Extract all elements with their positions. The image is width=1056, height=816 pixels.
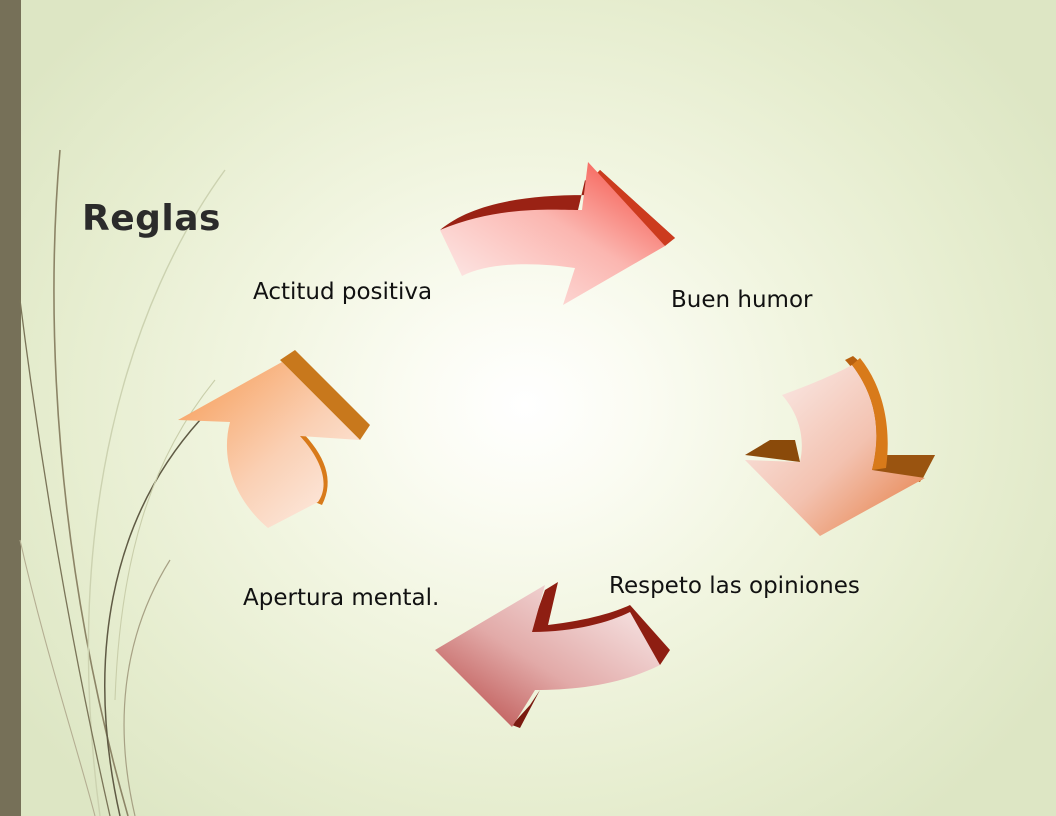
cycle-arrow-bottom bbox=[435, 582, 670, 728]
left-accent-bar bbox=[0, 0, 21, 816]
cycle-arrow-left bbox=[178, 350, 370, 528]
cycle-label-actitud: Actitud positiva bbox=[253, 279, 433, 305]
cycle-label-apertura: Apertura mental. bbox=[243, 585, 440, 611]
cycle-label-respeto: Respeto las opiniones bbox=[609, 573, 860, 599]
cycle-label-buen-humor: Buen humor bbox=[671, 287, 813, 313]
cycle-arrow-right bbox=[745, 356, 935, 536]
decorative-grass-lines bbox=[19, 149, 226, 816]
slide-title: Reglas bbox=[82, 198, 221, 239]
cycle-arrow-top bbox=[440, 162, 675, 305]
